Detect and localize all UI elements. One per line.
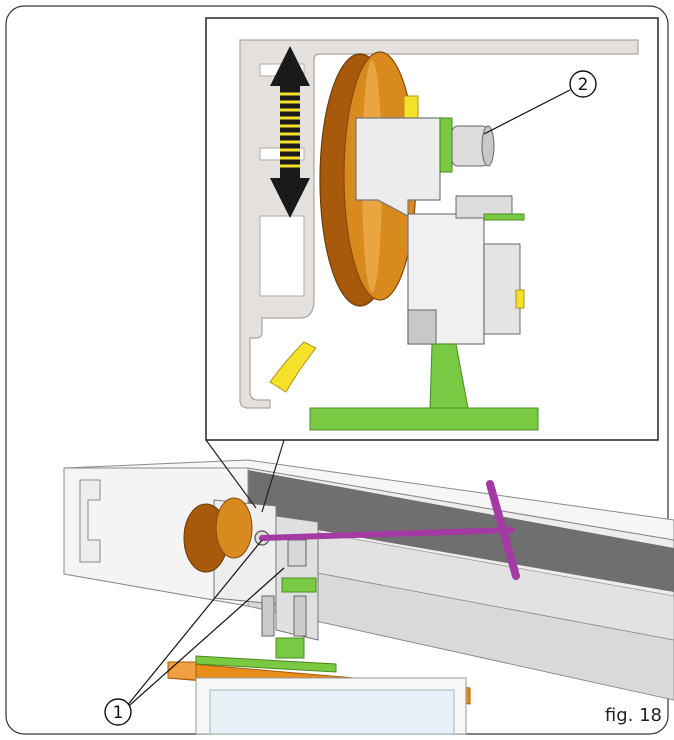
wheel-axle-yellow [403,95,419,121]
green-spacer [281,577,317,593]
callout-1-leader-b [121,567,285,713]
side-stud [483,243,521,335]
green-block [275,637,305,659]
overview-assembly [63,459,674,735]
callout-2-circle [569,70,597,98]
green-washer [483,213,525,221]
hardware-2 [261,595,275,637]
figure-label: fig. 18 [604,705,662,726]
key-shaft [259,527,515,541]
overview-wheel-front [215,497,253,559]
leader-line-left [205,439,257,509]
zoom-inset: 2 [205,17,659,513]
callout-1-leader-a [121,539,263,713]
inset-green-plate [309,407,539,431]
orange-beam-end [167,661,197,681]
callout-1-text: 1 [113,703,124,723]
yellow-tab [515,289,525,309]
callout-1-circle [104,698,132,726]
yellow-gasket [269,341,317,393]
leader-line-right [261,439,285,513]
green-collar [439,117,453,173]
hardware-3 [293,595,307,637]
callout-2-text: 2 [578,75,589,95]
green-base-plate [195,655,337,673]
callout-1: 1 [104,539,285,726]
rail-groove-3 [259,215,305,297]
adjuster-bolt-face [481,125,495,167]
callout-2-leader [483,89,571,135]
inset-bracket-base [407,309,437,345]
key-handle [486,480,520,580]
hardware-1 [287,539,307,567]
door-glass [209,689,455,735]
adjust-arrow-icon [270,46,310,218]
